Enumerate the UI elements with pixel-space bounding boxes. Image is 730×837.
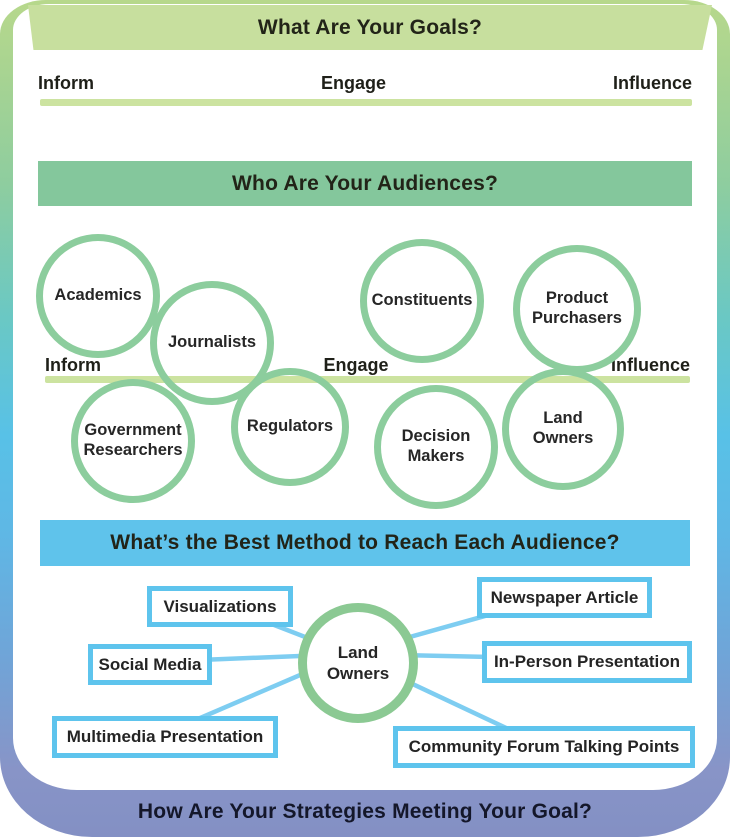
audience-spectrum-line [45, 376, 690, 383]
goals-band: What Are Your Goals? [28, 5, 712, 50]
audience-circle-product-purchasers: Product Purchasers [513, 245, 641, 373]
audience-circle-land-owners: Land Owners [502, 368, 624, 490]
spectrum-label-inform: Inform [45, 355, 101, 375]
audience-label: Decision Makers [401, 427, 471, 465]
audience-circle-constituents: Constituents [360, 239, 484, 363]
audience-label: Constituents [371, 291, 473, 310]
audience-circle-regulators: Regulators [231, 368, 349, 486]
method-label: Community Forum Talking Points [408, 737, 680, 756]
method-box-in-person-presentation: In-Person Presentation [482, 641, 692, 683]
audience-label: Academics [54, 286, 142, 305]
spectrum-label-influence: Influence [612, 73, 692, 93]
goal-spectrum-line [40, 99, 692, 106]
method-center-circle-land-owners: Land Owners [298, 603, 418, 723]
audience-circle-decision-makers: Decision Makers [374, 385, 498, 509]
audiences-band: Who Are Your Audiences? [38, 161, 692, 206]
center-circle-label: Land Owners [326, 642, 390, 683]
strategies-band: How Are Your Strategies Meeting Your Goa… [40, 790, 690, 834]
method-label: Newspaper Article [490, 587, 639, 607]
method-box-multimedia-presentation: Multimedia Presentation [52, 716, 278, 758]
spectrum-label-engage: Engage [323, 355, 389, 375]
method-box-visualizations: Visualizations [147, 586, 293, 627]
audience-circle-government-researchers: Government Researchers [71, 379, 195, 503]
audience-label: Product Purchasers [532, 289, 622, 327]
audiences-title: Who Are Your Audiences? [232, 171, 498, 195]
spectrum-label-influence: Influence [610, 355, 690, 375]
goals-title: What Are Your Goals? [257, 15, 483, 39]
method-box-community-forum-talking-points: Community Forum Talking Points [393, 726, 695, 768]
audience-label: Government Researchers [83, 421, 183, 459]
audience-spectrum-labels: Inform Engage Influence [45, 355, 690, 376]
audience-label: Journalists [167, 333, 257, 352]
audience-circle-journalists: Journalists [150, 281, 274, 405]
strategies-title: How Are Your Strategies Meeting Your Goa… [137, 800, 593, 823]
audience-label: Land Owners [532, 409, 594, 447]
method-box-social-media: Social Media [88, 644, 212, 685]
methods-title: What’s the Best Method to Reach Each Aud… [110, 531, 620, 554]
method-label: In-Person Presentation [493, 652, 681, 671]
method-box-newspaper-article: Newspaper Article [477, 577, 652, 618]
methods-band: What’s the Best Method to Reach Each Aud… [40, 520, 690, 566]
spectrum-label-engage: Engage [320, 73, 386, 93]
spectrum-label-inform: Inform [38, 73, 94, 93]
method-label: Social Media [98, 654, 202, 674]
goal-spectrum-labels: Inform Engage Influence [38, 73, 692, 94]
audience-label: Regulators [246, 417, 334, 436]
method-label: Visualizations [163, 596, 277, 616]
audience-circle-academics: Academics [36, 234, 160, 358]
method-label: Multimedia Presentation [66, 727, 264, 746]
